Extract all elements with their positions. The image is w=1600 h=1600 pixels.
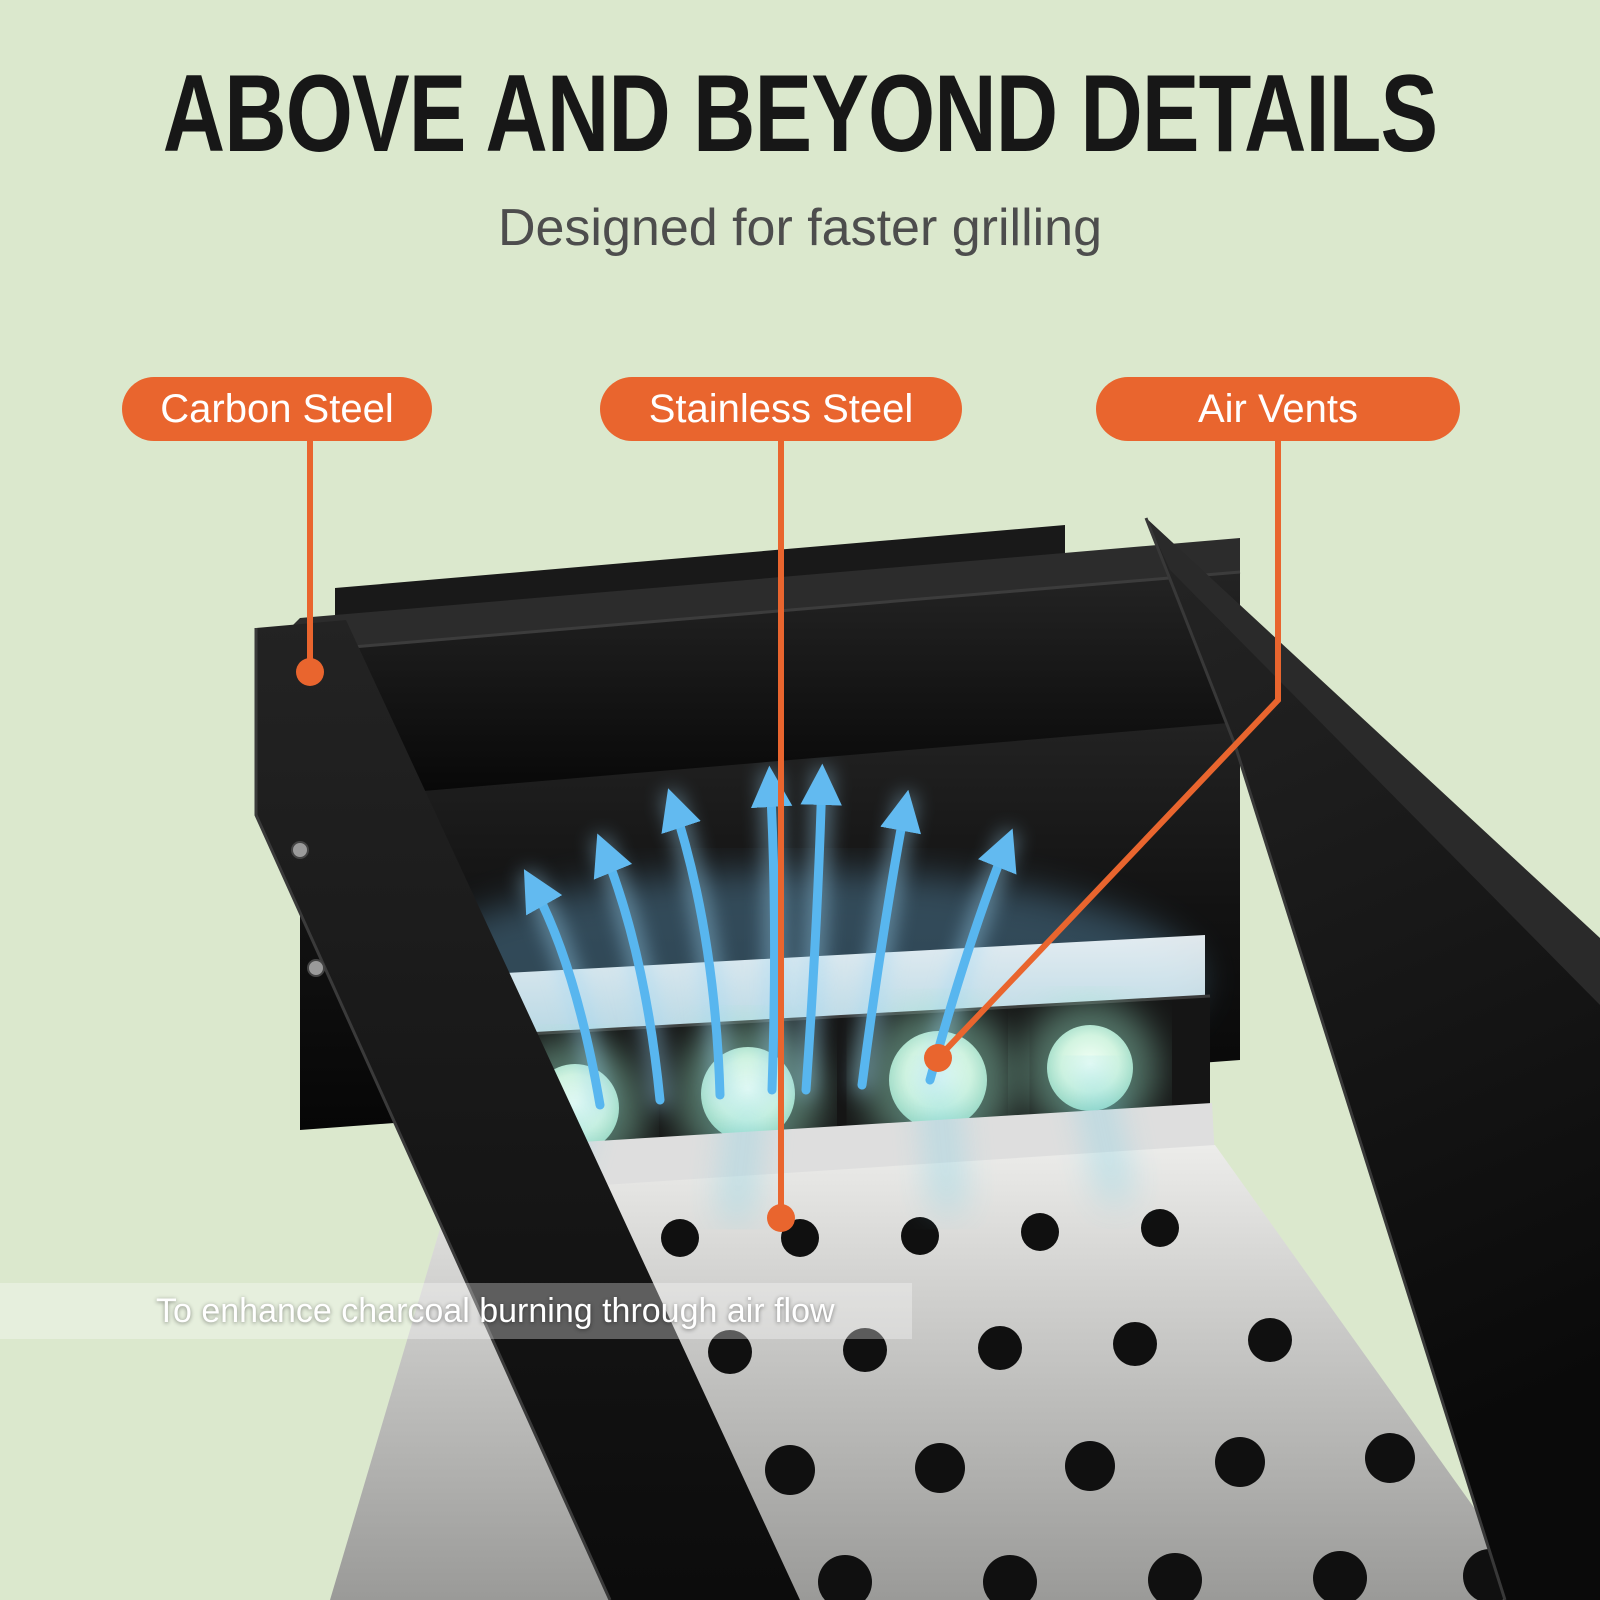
left-side-panel <box>254 620 800 1600</box>
caption-text: To enhance charcoal burning through air … <box>156 1291 835 1330</box>
screw-icon <box>291 841 309 859</box>
callout-label-carbon-steel: Carbon Steel <box>122 377 432 441</box>
header: ABOVE AND BEYOND DETAILS Designed for fa… <box>0 52 1600 258</box>
callout-dot-air-vents <box>924 1044 952 1072</box>
callout-label-stainless-steel: Stainless Steel <box>600 377 962 441</box>
callout-label-text: Stainless Steel <box>648 386 914 431</box>
callout-leaders <box>296 441 1281 1232</box>
callout-dot-carbon-steel <box>296 658 324 686</box>
top-shelf-carbon-steel <box>257 525 1241 805</box>
screw-icon <box>307 959 325 977</box>
floor-perforations <box>661 1209 1517 1600</box>
airflow-arrows <box>521 763 1017 1114</box>
callout-label-text: Air Vents <box>1197 386 1359 431</box>
page-title: ABOVE AND BEYOND DETAILS <box>162 53 1438 176</box>
callout-dot-stainless-steel <box>767 1204 795 1232</box>
callout-label-text: Carbon Steel <box>160 386 394 431</box>
caption-bar: To enhance charcoal burning through air … <box>0 1283 912 1339</box>
callout-label-air-vents: Air Vents <box>1096 377 1460 441</box>
leader-line-air-vents <box>935 441 1281 1061</box>
page-subtitle: Designed for faster grilling <box>497 199 1103 257</box>
